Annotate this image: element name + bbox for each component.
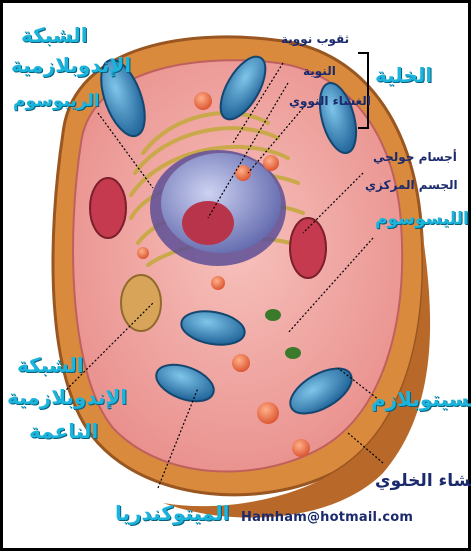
label-nucleolus: النوية — [303, 65, 336, 78]
label-smooth-er-2: الإندوبلازمية — [7, 387, 127, 408]
label-mitochondria: الميتوكندريا — [115, 503, 230, 524]
golgi-yellow — [121, 275, 161, 331]
label-rough-er-2: الإندوبلازمية — [11, 55, 131, 76]
nucleolus — [182, 201, 234, 245]
label-smooth-er-3: الناعمة — [29, 421, 98, 442]
label-cell-membrane: الغشاء الخلوي — [375, 473, 471, 491]
label-nuclear-membrane: الغشاء النووي — [289, 95, 371, 108]
label-nuclear-pores: ثقوب نووية — [281, 33, 349, 46]
centriole-1 — [265, 309, 281, 321]
label-centrosome: الجسم المركزي — [365, 179, 458, 192]
label-lysosome: الليسوسوم — [375, 211, 469, 229]
label-title: الخلية — [375, 65, 432, 86]
label-rough-er-1: الشبكة — [21, 25, 88, 46]
centriole-2 — [285, 347, 301, 359]
label-rough-er-3: الريبوسوم — [13, 93, 100, 111]
er-cluster-left — [90, 178, 126, 238]
er-cluster-right — [290, 218, 326, 278]
label-cytoplasm: السيتوبلازم — [371, 389, 471, 410]
label-golgi: أجسام جولجي — [373, 151, 457, 164]
label-smooth-er-1: الشبكة — [17, 355, 84, 376]
credit-email: Hamham@hotmail.com — [241, 510, 413, 525]
